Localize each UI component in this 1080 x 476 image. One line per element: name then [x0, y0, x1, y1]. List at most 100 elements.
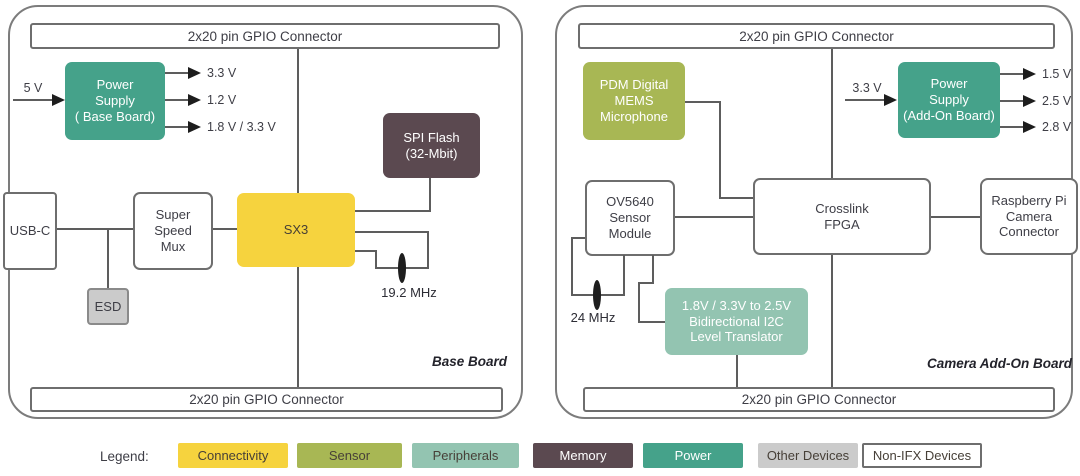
arrow-right-icon	[884, 94, 897, 106]
wire-out-1v2	[165, 99, 189, 101]
ov5640-sensor-label: OV5640 Sensor Module	[606, 194, 654, 241]
pdm-microphone-block: PDM Digital MEMS Microphone	[583, 62, 685, 140]
wire-out-1v5	[1000, 73, 1024, 75]
wire-usbc-to-mux	[57, 228, 133, 230]
wire-sx3-to-gpio-bottom	[297, 267, 299, 387]
wire-junction-to-esd	[107, 228, 109, 288]
arrow-right-icon	[1023, 121, 1036, 133]
legend-item-other-devices: Other Devices	[758, 443, 858, 468]
wire-ov-xtal-left	[571, 237, 585, 239]
crosslink-fpga-label: Crosslink FPGA	[815, 200, 869, 232]
wire-out-3v3	[165, 72, 189, 74]
wire-ov-xtal-left-drop	[571, 237, 573, 296]
camera-power-supply-block: Power Supply (Add-On Board)	[898, 62, 1000, 138]
crystal-icon	[398, 253, 406, 283]
spi-flash-block: SPI Flash (32-Mbit)	[383, 113, 480, 178]
super-speed-mux-label: Super Speed Mux	[154, 207, 192, 254]
arrow-right-icon	[1023, 95, 1036, 107]
esd-label: ESD	[94, 298, 122, 314]
wire-ov-i2c-step	[638, 282, 654, 284]
sx3-label: SX3	[283, 222, 309, 238]
camera-output-2v8-label: 2.8 V	[1042, 120, 1072, 134]
level-translator-block: 1.8V / 3.3V to 2.5V Bidirectional I2C Le…	[665, 288, 808, 355]
base-board-name: Base Board	[431, 354, 507, 369]
esd-block: ESD	[87, 288, 129, 325]
camera-bottom-gpio-connector: 2x20 pin GPIO Connector	[583, 387, 1055, 412]
legend-item-peripherals: Peripherals	[412, 443, 519, 468]
wire-ov-i2c-drop2	[638, 282, 640, 323]
wire-gpio-top-to-fpga	[831, 49, 833, 178]
sx3-block: SX3	[237, 193, 355, 267]
spi-flash-label: SPI Flash (32-Mbit)	[403, 129, 460, 161]
wire-fpga-to-rpi	[931, 216, 980, 218]
camera-power-supply-label: Power Supply (Add-On Board)	[903, 76, 995, 123]
base-bottom-gpio-connector: 2x20 pin GPIO Connector	[30, 387, 503, 412]
rpi-camera-connector-block: Raspberry Pi Camera Connector	[980, 178, 1078, 255]
wire-3v3-input	[845, 99, 885, 101]
wire-ov-i2c-drop1	[652, 255, 654, 284]
wire-ov5640-to-fpga	[675, 216, 753, 218]
crosslink-fpga-block: Crosslink FPGA	[753, 178, 931, 255]
legend-peripherals-label: Peripherals	[432, 448, 499, 463]
wire-sx3-xtal-lower	[355, 250, 377, 252]
wire-out-2v8	[1000, 126, 1024, 128]
legend-item-connectivity: Connectivity	[178, 443, 288, 468]
wire-out-2v5	[1000, 100, 1024, 102]
legend-sensor-label: Sensor	[328, 448, 371, 463]
rpi-camera-connector-label: Raspberry Pi Camera Connector	[991, 192, 1067, 240]
camera-bottom-gpio-label: 2x20 pin GPIO Connector	[741, 392, 897, 407]
camera-output-1v5-label: 1.5 V	[1042, 67, 1072, 81]
wire-5v-input	[13, 99, 53, 101]
wire-fpga-to-gpio-bottom	[831, 255, 833, 387]
wire-gpio-top-to-sx3	[297, 49, 299, 193]
legend-non-ifx-label: Non-IFX Devices	[872, 448, 972, 463]
usb-c-connector-block: USB-C	[3, 192, 57, 270]
usb-c-label: USB-C	[9, 223, 51, 239]
base-power-input-label: 5 V	[23, 81, 43, 95]
pdm-microphone-label: PDM Digital MEMS Microphone	[599, 77, 669, 124]
wire-spi-flash-drop	[429, 178, 431, 212]
base-power-supply-label: Power Supply ( Base Board)	[74, 77, 156, 124]
wire-sx3-xtal-upper	[355, 231, 429, 233]
base-power-supply-block: Power Supply ( Base Board)	[65, 62, 165, 140]
legend-power-label: Power	[674, 448, 712, 463]
wire-out-1v8-3v3	[165, 126, 189, 128]
wire-sx3-xtal-right-drop	[427, 231, 429, 269]
arrow-right-icon	[188, 94, 201, 106]
legend-item-sensor: Sensor	[297, 443, 402, 468]
wire-sx3-to-spi	[355, 210, 431, 212]
legend-item-non-ifx-devices: Non-IFX Devices	[862, 443, 982, 468]
camera-top-gpio-connector: 2x20 pin GPIO Connector	[578, 23, 1055, 49]
wire-mic-out	[685, 101, 721, 103]
arrow-right-icon	[1023, 68, 1036, 80]
legend-connectivity-label: Connectivity	[197, 448, 269, 463]
level-translator-label: 1.8V / 3.3V to 2.5V Bidirectional I2C Le…	[681, 297, 792, 345]
base-bottom-gpio-label: 2x20 pin GPIO Connector	[189, 392, 344, 407]
wire-sx3-xtal-left-drop	[375, 250, 377, 269]
legend-other-devices-label: Other Devices	[766, 448, 850, 463]
base-output-1v2-label: 1.2 V	[207, 93, 237, 107]
wire-mux-to-sx3	[213, 228, 237, 230]
wire-i2c-to-translator	[638, 321, 665, 323]
wire-mic-drop	[719, 101, 721, 199]
base-output-1v8-label: 1.8 V / 3.3 V	[207, 120, 276, 134]
camera-crystal-label: 24 MHz	[570, 310, 616, 325]
crystal-icon	[593, 280, 601, 310]
base-output-3v3-label: 3.3 V	[207, 66, 237, 80]
wire-ov-xtal-right-drop	[623, 255, 625, 296]
arrow-right-icon	[188, 121, 201, 133]
base-crystal-label: 19.2 MHz	[381, 285, 437, 300]
legend-title: Legend:	[100, 449, 149, 464]
arrow-right-icon	[52, 94, 65, 106]
base-top-gpio-label: 2x20 pin GPIO Connector	[187, 28, 343, 44]
base-top-gpio-connector: 2x20 pin GPIO Connector	[30, 23, 500, 49]
camera-power-input-label: 3.3 V	[852, 81, 882, 95]
wire-mic-to-fpga	[719, 197, 753, 199]
wire-translator-to-gpio	[736, 355, 738, 387]
camera-output-2v5-label: 2.5 V	[1042, 94, 1072, 108]
arrow-right-icon	[188, 67, 201, 79]
camera-board-name: Camera Add-On Board	[926, 356, 1072, 371]
legend-item-memory: Memory	[533, 443, 633, 468]
camera-top-gpio-label: 2x20 pin GPIO Connector	[739, 28, 894, 44]
